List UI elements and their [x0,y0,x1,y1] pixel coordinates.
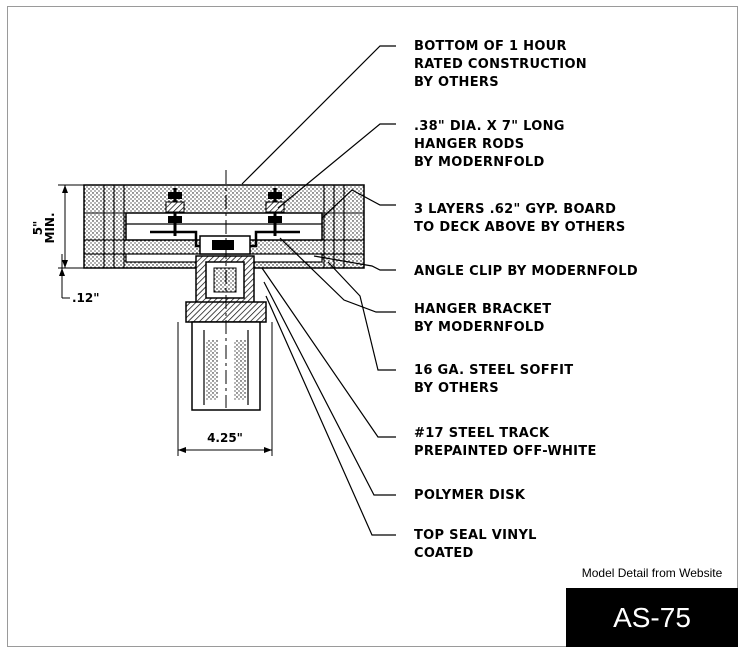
callout-hanger-bracket: HANGER BRACKET BY MODERNFOLD [414,302,551,335]
detail-caption: Model Detail from Website [581,566,723,580]
svg-text:3 LAYERS .62" GYP. BOARD: 3 LAYERS .62" GYP. BOARD [414,202,616,217]
svg-text:BY MODERNFOLD: BY MODERNFOLD [414,155,545,170]
svg-text:POLYMER DISK: POLYMER DISK [414,488,526,503]
svg-text:HANGER BRACKET: HANGER BRACKET [414,302,551,317]
offset-dimension: .12" [59,254,100,305]
hanger-rods [165,188,285,236]
track-width-value: 4.25" [207,431,243,445]
callout-angle-clip: ANGLE CLIP BY MODERNFOLD [414,264,638,279]
svg-text:ANGLE CLIP BY MODERNFOLD: ANGLE CLIP BY MODERNFOLD [414,264,638,279]
svg-text:HANGER RODS: HANGER RODS [414,137,524,152]
svg-text:BY MODERNFOLD: BY MODERNFOLD [414,320,545,335]
offset-dimension-value: .12" [72,291,100,305]
callout-hanger-rods: .38" DIA. X 7" LONG HANGER RODS BY MODER… [414,119,565,170]
svg-text:BY OTHERS: BY OTHERS [414,381,499,396]
callout-gyp-board: 3 LAYERS .62" GYP. BOARD TO DECK ABOVE B… [414,202,626,235]
callout-steel-track: #17 STEEL TRACK PREPAINTED OFF-WHITE [414,426,597,459]
svg-text:16 GA. STEEL SOFFIT: 16 GA. STEEL SOFFIT [414,363,573,378]
svg-text:.38" DIA. X 7" LONG: .38" DIA. X 7" LONG [414,119,565,134]
drawing-frame [7,6,738,647]
height-dimension-note: MIN. [43,212,57,243]
height-dimension: 5" MIN. [31,184,84,269]
callout-polymer-disk: POLYMER DISK [414,488,526,503]
svg-text:RATED CONSTRUCTION: RATED CONSTRUCTION [414,57,587,72]
svg-text:COATED: COATED [414,546,474,561]
svg-text:BOTTOM OF 1 HOUR: BOTTOM OF 1 HOUR [414,39,567,54]
svg-text:TO DECK ABOVE BY OTHERS: TO DECK ABOVE BY OTHERS [414,220,626,235]
model-tag: AS-75 [566,588,738,647]
track-width-dimension: 4.25" [177,322,273,456]
svg-text:TOP SEAL VINYL: TOP SEAL VINYL [414,528,537,543]
svg-text:BY OTHERS: BY OTHERS [414,75,499,90]
callout-bottom-construction: BOTTOM OF 1 HOUR RATED CONSTRUCTION BY O… [414,39,587,90]
callout-top-seal: TOP SEAL VINYL COATED [414,528,537,561]
height-dimension-value: 5" [31,221,45,236]
leader-lines [241,45,396,536]
svg-text:PREPAINTED OFF-WHITE: PREPAINTED OFF-WHITE [414,444,597,459]
svg-text:#17 STEEL TRACK: #17 STEEL TRACK [414,426,550,441]
callout-steel-soffit: 16 GA. STEEL SOFFIT BY OTHERS [414,363,573,396]
